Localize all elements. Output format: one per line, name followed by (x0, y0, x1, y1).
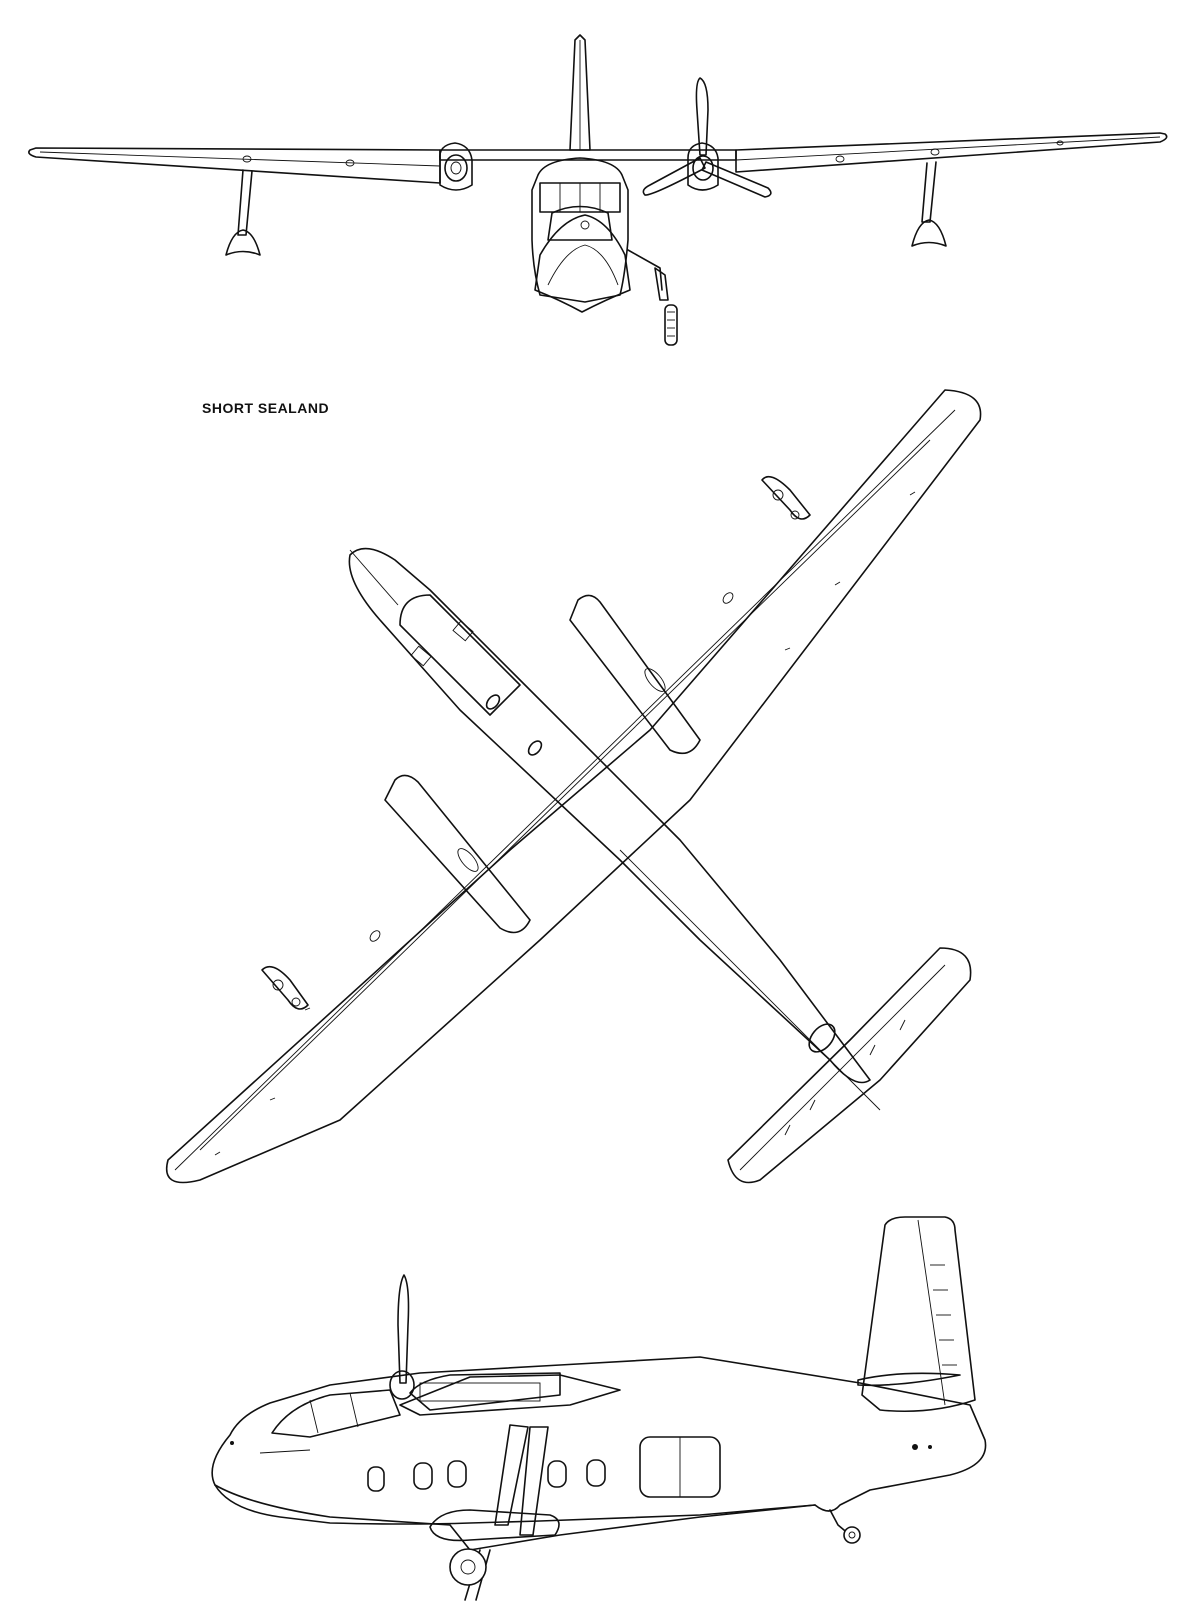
aircraft-title: SHORT SEALAND (202, 400, 330, 416)
side-view-drawing (0, 1205, 1200, 1611)
front-view-drawing (0, 0, 1200, 380)
plan-view-drawing (0, 380, 1200, 1210)
